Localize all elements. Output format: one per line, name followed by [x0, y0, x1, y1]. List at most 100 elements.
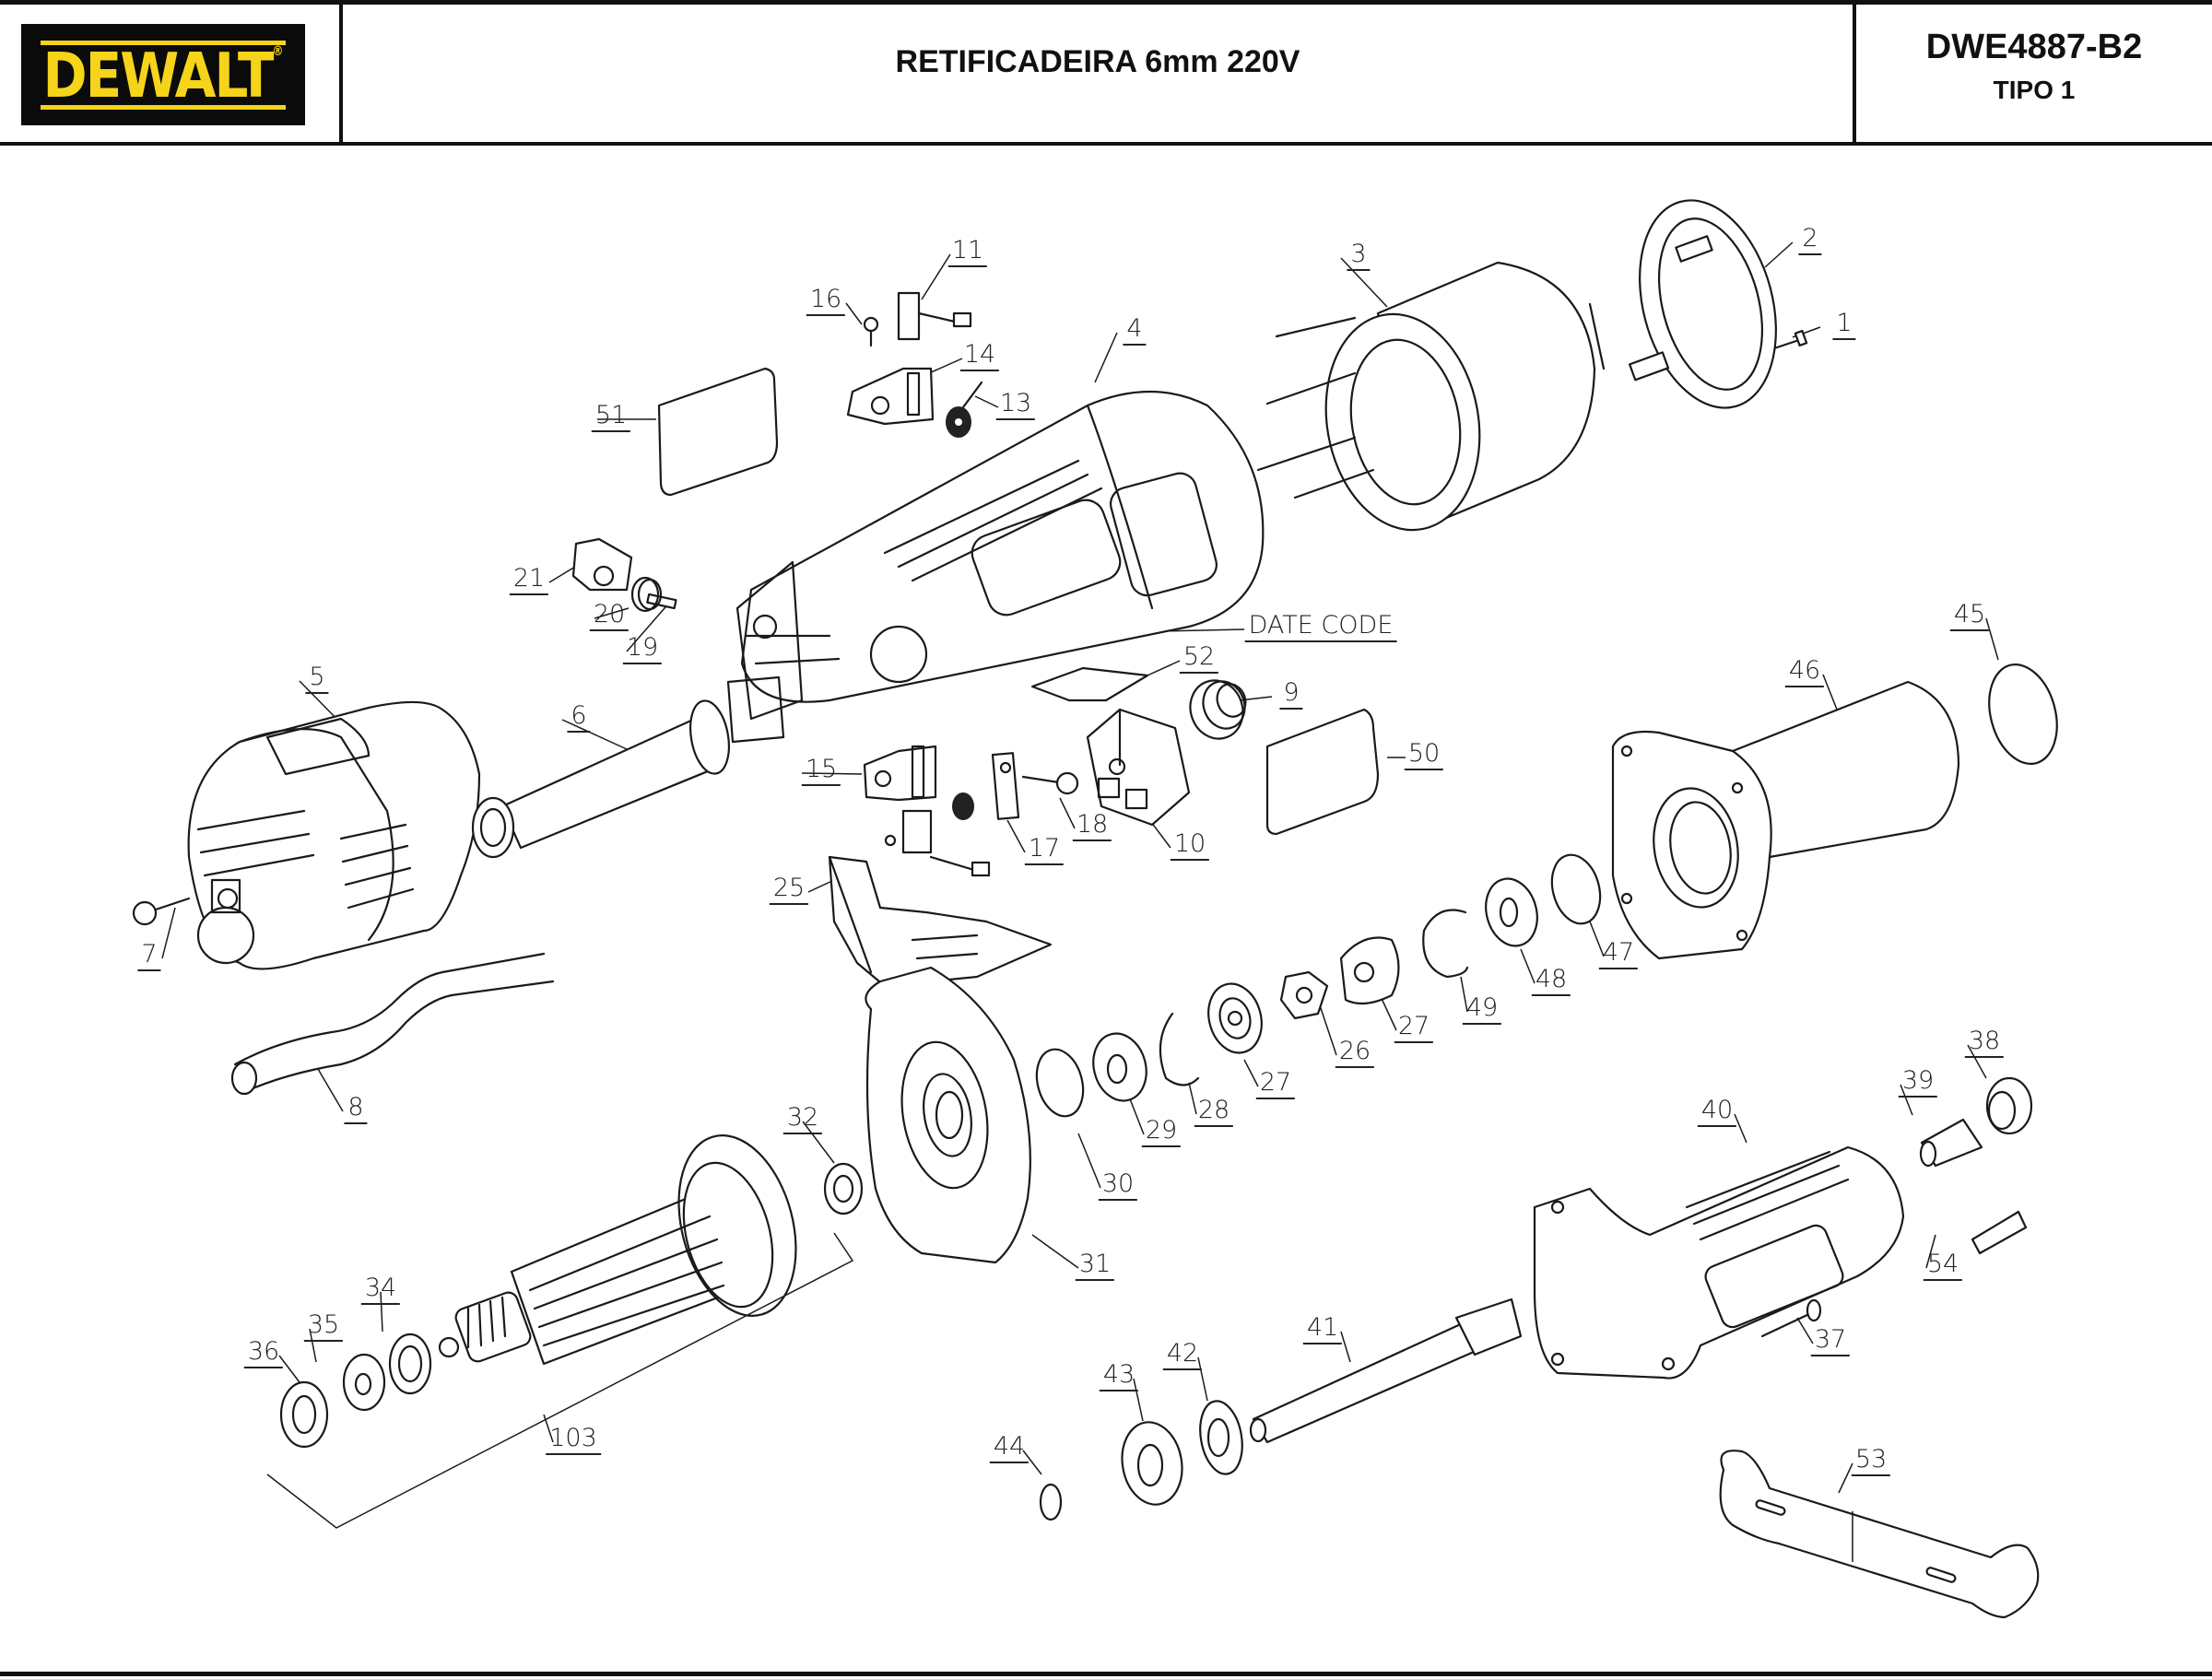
armature — [438, 1134, 797, 1366]
part-49-retaining-ring — [1422, 909, 1469, 979]
part-40-gear-housing — [1533, 1145, 1905, 1380]
part-54-pin — [1971, 1210, 2028, 1255]
part-37-screw — [1760, 1298, 1822, 1338]
part-label-41: 41 — [1302, 1315, 1343, 1344]
part-45-o-ring — [1988, 663, 2058, 765]
frame-bottom-border — [0, 1672, 2212, 1676]
part-label-8: 8 — [344, 1095, 368, 1124]
part-25-switch-lever — [828, 855, 1053, 988]
part-46-front-housing — [1611, 680, 1960, 960]
part-label-31: 31 — [1075, 1251, 1115, 1281]
part-5-rear-cap — [187, 700, 481, 970]
part-48-bearing — [1485, 877, 1538, 947]
part-15-brush-holder — [863, 745, 974, 820]
logo-bar-top — [41, 40, 286, 45]
brand-name: DEWALT — [42, 39, 275, 112]
part-27-coupling-a — [1207, 982, 1263, 1054]
part-17-plate — [991, 752, 1020, 820]
part-label-18: 18 — [1072, 812, 1112, 841]
part-47-o-ring — [1550, 853, 1602, 925]
part-41-spindle — [1249, 1297, 1523, 1444]
logo-text: DEWALT® — [43, 44, 284, 106]
part-10-switch — [1086, 708, 1191, 827]
part-51-label — [657, 367, 779, 497]
part-26-coupling-spider — [1279, 970, 1329, 1020]
part-label-50: 50 — [1404, 741, 1444, 770]
part-44-retaining-ring — [1039, 1483, 1063, 1521]
part-label-5: 5 — [305, 664, 329, 694]
dewalt-logo: DEWALT® — [21, 24, 305, 125]
part-18-screw — [1021, 771, 1079, 795]
part-30-o-ring — [1035, 1048, 1085, 1118]
part-label-38: 38 — [1964, 1028, 2005, 1058]
date-code-label: DATE CODE — [1244, 613, 1397, 642]
model-type: TIPO 1 — [1993, 76, 2076, 104]
part-53-wrench — [1719, 1450, 2040, 1619]
model-number: DWE4887-B2 — [1925, 28, 2143, 66]
part-28-retaining-ring — [1159, 1012, 1200, 1086]
part-3-field-stator — [1256, 261, 1606, 532]
logo-bar-bottom — [41, 104, 286, 110]
part-label-25: 25 — [769, 875, 809, 905]
part-label-45: 45 — [1949, 602, 1990, 631]
part-label-15: 15 — [801, 757, 841, 786]
part-label-27b: 27 — [1394, 1014, 1434, 1043]
part-38-collet-nut — [1985, 1076, 2033, 1135]
part-label-19: 19 — [622, 635, 663, 664]
part-label-26: 26 — [1335, 1039, 1375, 1068]
registered-mark: ® — [272, 43, 284, 59]
part-7-screw — [132, 897, 191, 926]
part-50-label — [1265, 708, 1380, 836]
frame-top-border — [0, 0, 2212, 5]
part-label-17: 17 — [1024, 836, 1065, 865]
part-label-1: 1 — [1832, 311, 1856, 340]
part-13-brush-spring — [946, 381, 983, 438]
part-label-43: 43 — [1099, 1362, 1139, 1391]
part-42-washer — [1199, 1400, 1243, 1475]
part-label-42: 42 — [1162, 1341, 1203, 1370]
part-label-29: 29 — [1141, 1118, 1182, 1147]
part-label-36: 36 — [243, 1339, 284, 1368]
part-label-49: 49 — [1462, 995, 1502, 1025]
part-label-103: 103 — [546, 1426, 601, 1455]
part-8-power-cord — [230, 952, 555, 1096]
part-16-screw — [863, 316, 879, 347]
part-label-21: 21 — [509, 566, 549, 595]
part-label-32: 32 — [782, 1105, 823, 1134]
part-label-16: 16 — [806, 287, 846, 316]
part-label-11: 11 — [947, 238, 988, 267]
part-6-rear-tube — [471, 699, 730, 859]
part-label-48: 48 — [1531, 967, 1571, 996]
part-20-spring — [630, 576, 663, 613]
part-14-brush-holder — [846, 367, 935, 426]
part-label-3: 3 — [1347, 241, 1371, 271]
header-bottom-border — [0, 142, 2212, 146]
part-label-39: 39 — [1898, 1068, 1938, 1098]
page-title: RETIFICADEIRA 6mm 220V — [895, 44, 1300, 79]
part-39-collet — [1919, 1118, 1983, 1168]
part-label-53: 53 — [1851, 1447, 1891, 1476]
part-label-28: 28 — [1194, 1098, 1234, 1127]
part-43-bearing — [1121, 1421, 1183, 1506]
part-label-47: 47 — [1598, 940, 1639, 969]
part-label-27a: 27 — [1255, 1070, 1296, 1099]
part-35-washer — [342, 1353, 386, 1412]
part-label-34: 34 — [360, 1275, 401, 1305]
part-label-30: 30 — [1098, 1171, 1138, 1201]
part-label-40: 40 — [1697, 1098, 1737, 1127]
part-label-9: 9 — [1279, 680, 1303, 710]
part-label-13: 13 — [995, 391, 1036, 420]
part-32-washer — [823, 1162, 864, 1215]
part-label-35: 35 — [303, 1312, 344, 1342]
part-label-52: 52 — [1179, 644, 1219, 674]
part-2-end-bell — [1629, 199, 1777, 409]
part-label-10: 10 — [1170, 831, 1210, 861]
part-52-label — [1030, 666, 1149, 702]
part-label-37: 37 — [1810, 1327, 1851, 1356]
part-label-54: 54 — [1923, 1251, 1963, 1281]
part-label-2: 2 — [1798, 226, 1822, 255]
part-label-14: 14 — [959, 342, 1000, 371]
part-34-bearing — [388, 1333, 432, 1395]
header-divider-left — [339, 0, 343, 146]
